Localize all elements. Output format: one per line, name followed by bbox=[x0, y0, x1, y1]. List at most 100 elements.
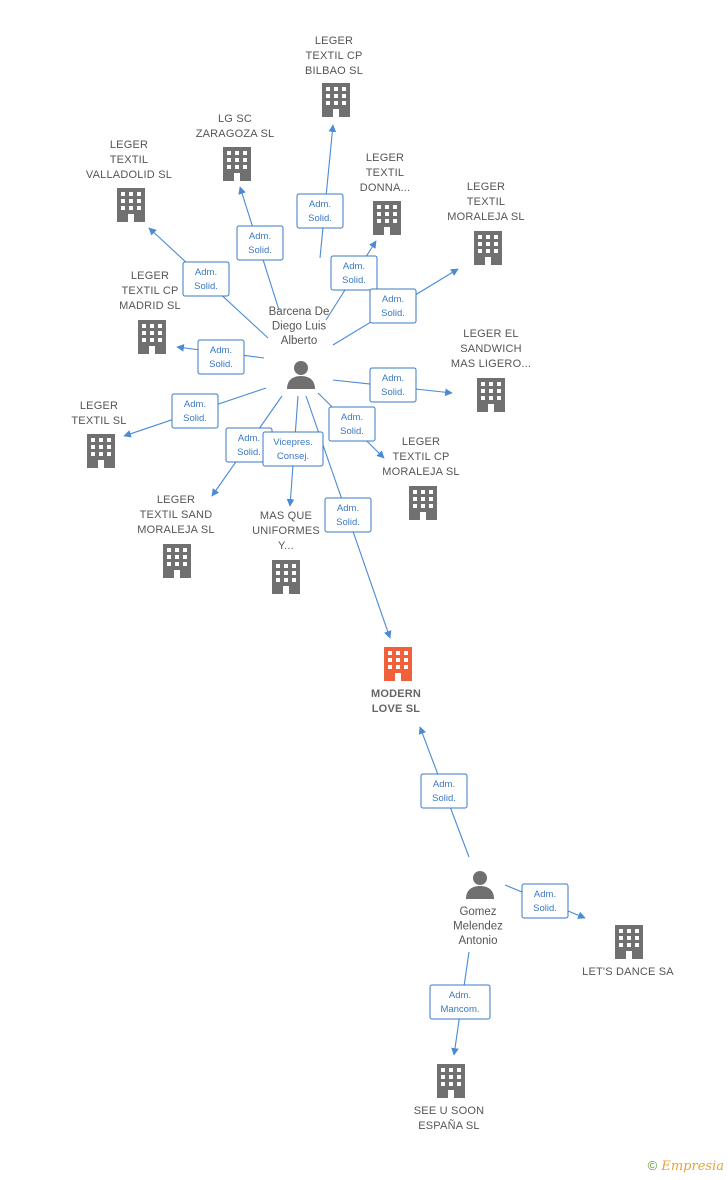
role-badge-text: Adm. bbox=[195, 267, 217, 278]
building-icon bbox=[474, 231, 502, 265]
role-badge-text: Adm. bbox=[309, 199, 331, 210]
node-label: MODERN bbox=[371, 688, 421, 700]
role-badge-box bbox=[182, 261, 230, 297]
company-node-donna[interactable]: LEGERTEXTILDONNA... bbox=[360, 152, 411, 235]
relation-edge bbox=[319, 124, 337, 259]
role-badge-box bbox=[197, 339, 245, 375]
node-label: ZARAGOZA SL bbox=[196, 128, 275, 140]
node-label: LEGER bbox=[315, 35, 353, 47]
building-icon bbox=[437, 1064, 465, 1098]
node-label: Antonio bbox=[458, 935, 497, 947]
node-label: Diego Luis bbox=[272, 321, 327, 333]
copyright-icon: © bbox=[647, 1158, 658, 1173]
company-node-letsdance[interactable]: LET'S DANCE SA bbox=[582, 925, 674, 978]
role-badge-text: Solid. bbox=[237, 447, 261, 458]
building-icon bbox=[117, 188, 145, 222]
role-badge-text: Consej. bbox=[277, 451, 309, 462]
role-badge-text: Adm. bbox=[249, 231, 271, 242]
node-label: MORALEJA SL bbox=[447, 211, 524, 223]
role-badge-text: Solid. bbox=[248, 245, 272, 256]
role-badge-box bbox=[330, 255, 378, 291]
building-icon bbox=[223, 147, 251, 181]
role-badge[interactable]: Adm.Solid. bbox=[197, 339, 245, 375]
company-node-cpmoraleja[interactable]: LEGER TEXTIL CP MORALEJA SL bbox=[382, 436, 460, 520]
node-label: LG SC bbox=[218, 113, 252, 125]
node-label: LEGER bbox=[110, 139, 148, 151]
building-icon bbox=[87, 434, 115, 468]
role-badge[interactable]: Vicepres. Consej. bbox=[262, 431, 324, 467]
node-label: TEXTIL CP bbox=[392, 451, 449, 463]
node-label: TEXTIL CP bbox=[121, 285, 178, 297]
role-badge[interactable]: Adm.Solid. bbox=[171, 393, 219, 429]
role-badge-text: Vicepres. bbox=[273, 437, 312, 448]
role-badge-text: Solid. bbox=[533, 903, 557, 914]
node-label: VALLADOLID SL bbox=[86, 169, 172, 181]
node-label: LEGER bbox=[131, 270, 169, 282]
building-icon bbox=[373, 201, 401, 235]
role-badge-box bbox=[324, 497, 372, 533]
node-label: Melendez bbox=[453, 921, 503, 933]
role-badge[interactable]: Adm.Solid. bbox=[330, 255, 378, 291]
node-label: MORALEJA SL bbox=[382, 466, 459, 478]
building-icon bbox=[163, 544, 191, 578]
role-badge-text: Solid. bbox=[432, 793, 456, 804]
role-badge-box bbox=[296, 193, 344, 229]
node-label: TEXTIL SL bbox=[71, 415, 126, 427]
role-badge-box bbox=[429, 984, 491, 1020]
building-icon bbox=[477, 378, 505, 412]
role-badge-box bbox=[369, 367, 417, 403]
role-badge[interactable]: Adm. Solid. bbox=[182, 261, 230, 297]
role-badge[interactable]: Adm.Solid. bbox=[328, 406, 376, 442]
company-node-zaragoza[interactable]: LG SC ZARAGOZA SL bbox=[196, 113, 275, 181]
role-badge[interactable]: Adm. Solid. bbox=[296, 193, 344, 229]
person-icon bbox=[466, 871, 494, 899]
node-label: LEGER bbox=[402, 436, 440, 448]
company-node-textilsl[interactable]: LEGER TEXTIL SL bbox=[71, 400, 126, 468]
node-label: Y... bbox=[278, 540, 294, 552]
brand-logo: Empresia bbox=[661, 1159, 724, 1174]
building-icon bbox=[138, 320, 166, 354]
role-badge-text: Adm. bbox=[534, 889, 556, 900]
role-badge-text: Solid. bbox=[209, 359, 233, 370]
role-badge-text: Solid. bbox=[194, 281, 218, 292]
role-badge-text: Adm. bbox=[238, 433, 260, 444]
role-badge-box bbox=[328, 406, 376, 442]
building-icon bbox=[322, 83, 350, 117]
node-label: DONNA... bbox=[360, 182, 411, 194]
node-label: UNIFORMES bbox=[252, 525, 320, 537]
node-label: SANDWICH bbox=[460, 343, 522, 355]
role-badge-text: Mancom. bbox=[440, 1004, 479, 1015]
node-label: LEGER bbox=[80, 400, 118, 412]
company-node-madrid[interactable]: LEGER TEXTIL CP MADRID SL bbox=[119, 270, 181, 354]
role-badge[interactable]: Adm.Mancom. bbox=[429, 984, 491, 1020]
role-badge[interactable]: Adm.Solid. bbox=[324, 497, 372, 533]
node-label: BILBAO SL bbox=[305, 65, 363, 77]
role-badge[interactable]: Adm.Solid. bbox=[369, 367, 417, 403]
role-badge-box bbox=[521, 883, 569, 919]
role-badge-text: Solid. bbox=[336, 517, 360, 528]
node-label: TEXTIL bbox=[467, 196, 506, 208]
company-node-modern[interactable]: MODERN LOVE SL bbox=[371, 647, 421, 715]
node-label: TEXTIL SAND bbox=[140, 509, 213, 521]
role-badge[interactable]: Adm.Solid. bbox=[369, 288, 417, 324]
node-label: LEGER bbox=[366, 152, 404, 164]
role-badge-text: Solid. bbox=[340, 426, 364, 437]
role-badge-text: Adm. bbox=[382, 373, 404, 384]
node-label: LOVE SL bbox=[372, 703, 421, 715]
company-node-uniformes[interactable]: MAS QUEUNIFORMESY... bbox=[252, 510, 320, 594]
role-badge[interactable]: Adm. Solid. bbox=[236, 225, 284, 261]
role-badge-text: Adm. bbox=[382, 294, 404, 305]
role-badge-text: Solid. bbox=[308, 213, 332, 224]
role-badge[interactable]: Adm. Solid. bbox=[521, 883, 569, 919]
role-badge[interactable]: Adm.Solid. bbox=[420, 773, 468, 809]
node-label: MADRID SL bbox=[119, 300, 181, 312]
